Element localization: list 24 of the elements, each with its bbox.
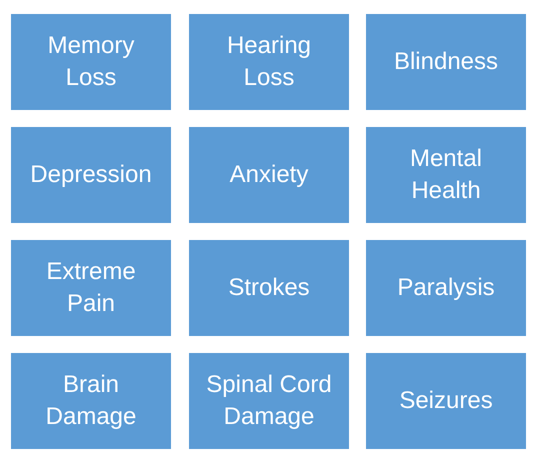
condition-tile [366, 353, 526, 449]
condition-tile [11, 14, 171, 110]
condition-label: Mental Health [408, 144, 484, 206]
condition-tile [189, 14, 349, 110]
condition-label: Anxiety [230, 160, 308, 190]
condition-label: Strokes [228, 273, 310, 303]
condition-tile [11, 240, 171, 336]
condition-label: Depression [30, 160, 152, 190]
condition-label: Paralysis [397, 273, 495, 303]
condition-tile [366, 127, 526, 223]
condition-label: Spinal Cord Damage [205, 370, 333, 432]
condition-tile [189, 240, 349, 336]
condition-label: Memory Loss [46, 31, 136, 93]
condition-tile [11, 127, 171, 223]
condition-tile [366, 240, 526, 336]
condition-label: Extreme Pain [45, 257, 137, 319]
condition-tile [189, 127, 349, 223]
condition-label: Hearing Loss [226, 31, 312, 93]
condition-tile [189, 353, 349, 449]
condition-tile [366, 14, 526, 110]
condition-label: Seizures [399, 386, 493, 416]
condition-label: Blindness [394, 47, 498, 77]
condition-tile [11, 353, 171, 449]
condition-label: Brain Damage [44, 370, 138, 432]
